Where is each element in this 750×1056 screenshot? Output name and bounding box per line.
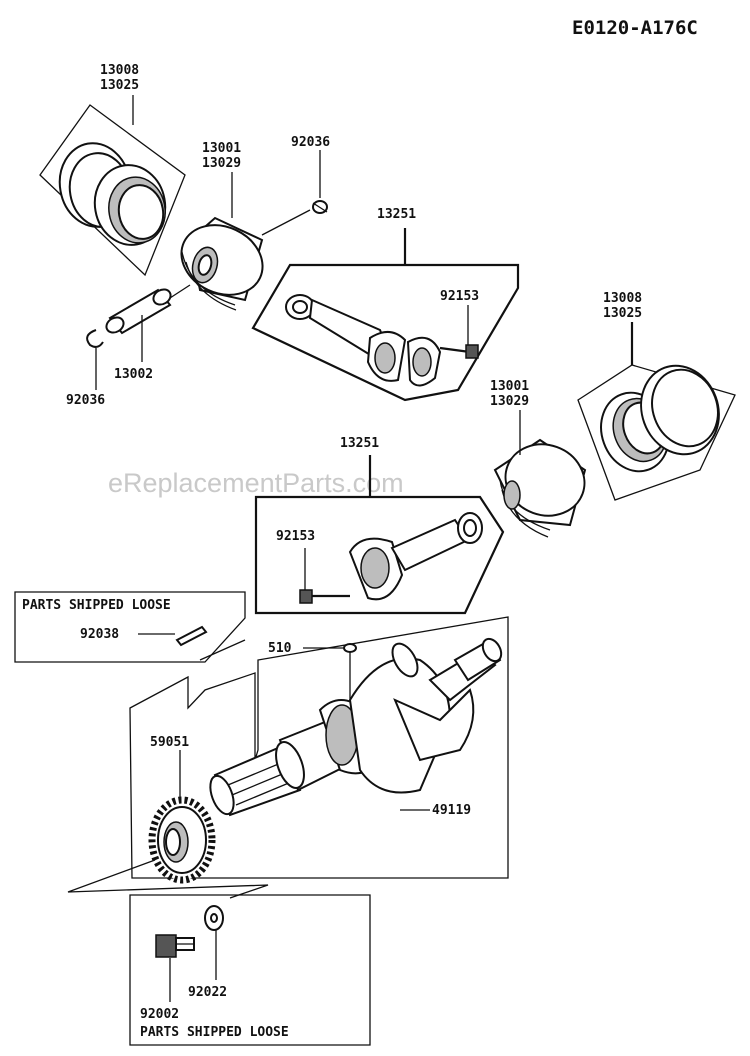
callout-woodruff: 510 [268,641,292,656]
diagram-code: E0120-A176C [572,17,698,39]
crankshaft[interactable] [206,636,505,818]
washer-bottom[interactable] [204,905,224,931]
callout-piston-right-2: 13029 [490,394,529,409]
connecting-rod-mid[interactable] [348,512,483,601]
callout-key-loose: 92038 [80,627,119,642]
rod-top-frame [251,263,520,402]
callout-bolt-bottom: 92002 [140,1007,179,1022]
rod-bolt-mid[interactable] [299,589,350,604]
callout-rings-top-2: 13025 [100,78,139,93]
callout-piston-top-2: 13029 [202,156,241,171]
callout-rod-top-bolt: 92153 [440,289,479,304]
axis-line-pin [169,284,191,299]
note-loose-top: PARTS SHIPPED LOOSE [22,598,171,613]
piston-pin[interactable] [104,286,174,335]
callout-rings-right-2: 13025 [603,306,642,321]
piston-top[interactable] [170,212,274,311]
connecting-rod-top[interactable] [285,294,442,387]
clip-left[interactable] [86,329,104,348]
loose-bottom-frame [129,894,371,1046]
ring-2-inner [117,184,165,240]
piston-rings-right[interactable] [590,355,731,481]
axis-line-clip [261,209,311,236]
callout-clip-left: 92036 [66,393,105,408]
callout-rod-mid-bolt: 92153 [276,529,315,544]
bolt-bottom[interactable] [155,934,195,958]
callout-washer-bottom: 92022 [188,985,227,1000]
timing-gear[interactable] [148,796,216,884]
woodruff-key[interactable] [343,643,357,653]
callout-rod-top: 13251 [377,207,416,222]
callout-rings-right-1: 13008 [603,291,642,306]
piston-rings-top-group[interactable] [39,104,186,277]
callout-clip-top-right: 92036 [291,135,330,150]
callout-piston-top-1: 13001 [202,141,241,156]
rings-right-frame [577,364,736,501]
gear-guide-line [67,859,269,899]
callout-crankshaft: 49119 [432,803,471,818]
loose-top-frame [14,591,246,663]
callout-gear: 59051 [150,735,189,750]
rod-mid-frame [254,495,505,615]
rod-bolt-top[interactable] [439,344,479,359]
callout-rings-top-1: 13008 [100,63,139,78]
callout-pin: 13002 [114,367,153,382]
callout-rod-mid: 13251 [340,436,379,451]
key-guide-line [199,639,246,661]
callout-piston-right-1: 13001 [490,379,529,394]
watermark-text: eReplacementParts.com [108,468,404,498]
piston-right[interactable] [493,433,595,538]
rings-top-frame [39,104,186,277]
key-loose[interactable] [175,625,208,647]
note-loose-bottom: PARTS SHIPPED LOOSE [140,1025,289,1040]
crankshaft-frame [129,616,509,879]
clip-top-right[interactable] [312,200,328,214]
